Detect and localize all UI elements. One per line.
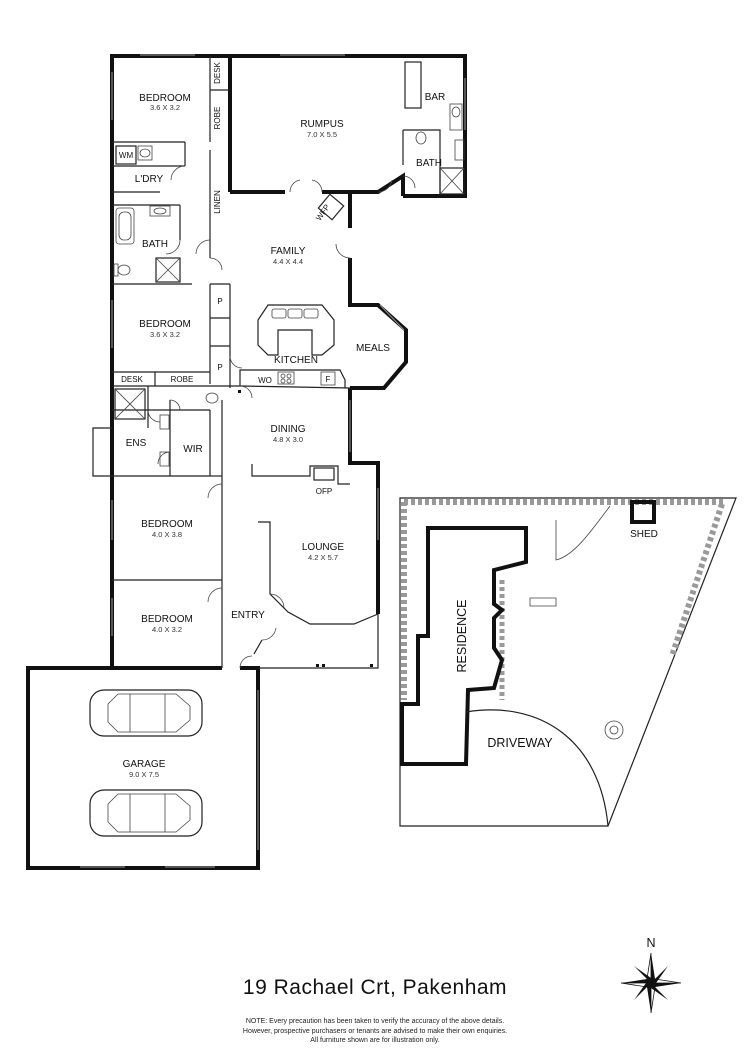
room-name-wfp: WFP	[314, 203, 332, 223]
room-dims-family: 4.4 X 4.4	[273, 257, 303, 266]
label-wall-oven: WO	[258, 376, 272, 385]
label-desk-top: DESK	[213, 61, 222, 83]
room-name-bedroom-1: BEDROOM	[139, 93, 191, 104]
room-dims-lounge: 4.2 X 5.7	[308, 553, 338, 562]
disclaimer-line-1: NOTE: Every precaution has been taken to…	[245, 1018, 505, 1025]
room-name-meals: MEALS	[356, 343, 390, 354]
room-dims-bedroom-1: 3.6 X 3.2	[150, 103, 180, 112]
site-label-shed: SHED	[630, 529, 658, 540]
property-address: 19 Rachael Crt, Pakenham	[242, 976, 508, 999]
room-name-entry: ENTRY	[231, 610, 265, 621]
room-name-garage: GARAGE	[123, 759, 166, 770]
compass-north-label: N	[646, 936, 655, 950]
label-pantry-a: P	[217, 297, 222, 306]
room-dims-garage: 9.0 X 7.5	[129, 770, 159, 779]
site-label-residence: RESIDENCE	[455, 600, 469, 673]
room-name-bedroom-2: BEDROOM	[139, 319, 191, 330]
room-dims-dining: 4.8 X 3.0	[273, 435, 303, 444]
room-name-wm: WM	[119, 151, 134, 160]
site-label-driveway: DRIVEWAY	[487, 736, 553, 750]
label-linen: LINEN	[213, 190, 222, 214]
room-labels: BEDROOM 3.6 X 3.2 RUMPUS 7.0 X 5.5 BAR B…	[119, 61, 445, 779]
room-dims-bedroom-4: 4.0 X 3.2	[152, 625, 182, 634]
site-labels: RESIDENCE DRIVEWAY SHED	[455, 529, 658, 750]
disclaimer-note: NOTE: Every precaution has been taken to…	[0, 1017, 750, 1046]
car-bottom	[89, 789, 203, 837]
room-name-bedroom-4: BEDROOM	[141, 614, 193, 625]
label-pantry-b: P	[217, 363, 222, 372]
label-robe-top: ROBE	[213, 107, 222, 130]
room-name-family: FAMILY	[271, 246, 306, 257]
site-plan	[399, 497, 737, 827]
windows	[80, 54, 466, 868]
door-swings	[147, 165, 416, 669]
disclaimer-line-2: However, prospective purchasers or tenan…	[242, 1027, 508, 1035]
room-dims-bedroom-3: 4.0 X 3.8	[152, 530, 182, 539]
room-name-lounge: LOUNGE	[302, 542, 345, 553]
car-top	[89, 689, 203, 737]
label-robe-bottom: ROBE	[171, 375, 194, 384]
room-dims-bedroom-2: 3.6 X 3.2	[150, 330, 180, 339]
room-name-bath-rumpus: BATH	[416, 158, 442, 169]
room-name-bedroom-3: BEDROOM	[141, 519, 193, 530]
label-desk-bottom: DESK	[121, 375, 143, 384]
room-name-kitchen: KITCHEN	[274, 355, 318, 366]
hedge	[401, 499, 725, 700]
disclaimer-line-3: All furniture shown are for illustration…	[310, 1037, 440, 1044]
label-ofp: OFP	[316, 487, 332, 496]
fixtures	[113, 103, 465, 667]
room-name-bar: BAR	[425, 92, 446, 103]
room-dims-rumpus: 7.0 X 5.5	[307, 130, 337, 139]
room-name-ens: ENS	[126, 438, 147, 449]
interior-walls	[112, 56, 441, 668]
label-fridge: F	[326, 375, 331, 384]
room-name-rumpus: RUMPUS	[300, 119, 344, 130]
room-name-dining: DINING	[271, 424, 306, 435]
room-name-laundry: L'DRY	[135, 174, 164, 185]
room-name-wir: WIR	[183, 444, 202, 455]
room-name-bath-main: BATH	[142, 239, 168, 250]
compass-rose: N	[620, 936, 682, 1014]
